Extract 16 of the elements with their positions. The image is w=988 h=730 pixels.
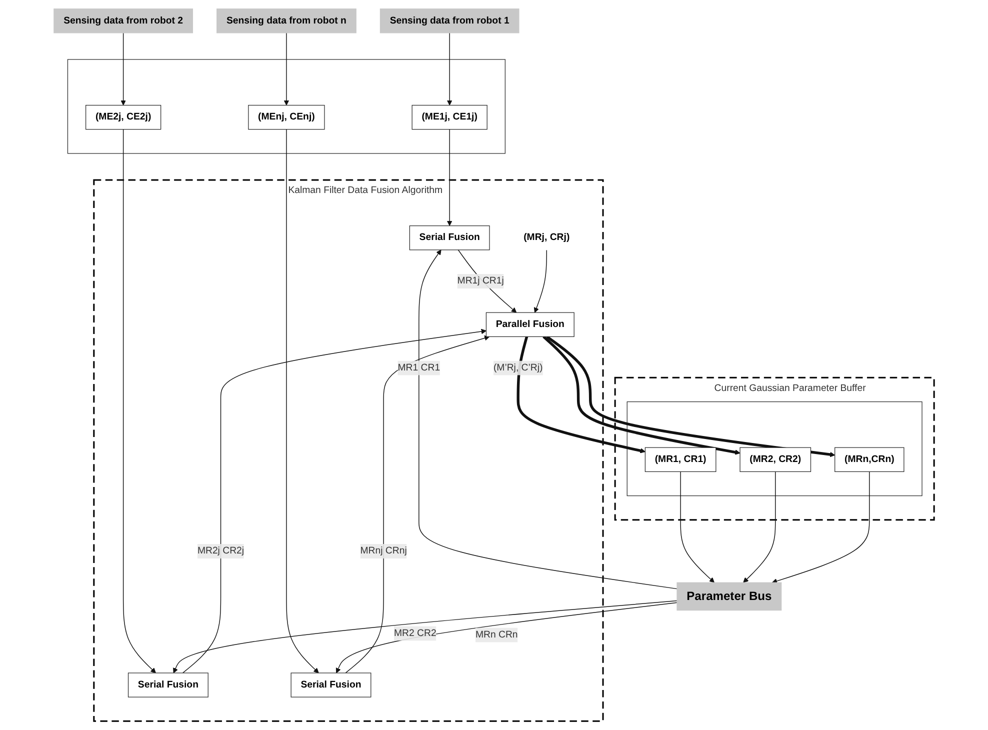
- process-box: (ME2j, CE2j): [86, 104, 162, 130]
- process-box: Serial Fusion: [290, 672, 372, 698]
- process-box: Parameter Bus: [676, 582, 782, 611]
- process-box: Sensing data from robot 1: [380, 8, 520, 34]
- process-box: (ME1j, CE1j): [412, 104, 488, 130]
- process-box: (MRn,CRn): [834, 447, 904, 472]
- process-box: (MR1, CR1): [644, 447, 716, 472]
- process-box: Parallel Fusion: [486, 312, 574, 337]
- group-title: Kalman Filter Data Fusion Algorithm: [288, 185, 443, 196]
- process-box: Serial Fusion: [409, 225, 490, 250]
- process-box: (MR2, CR2): [740, 447, 812, 472]
- process-box: Serial Fusion: [128, 672, 208, 698]
- group-title: Current Gaussian Parameter Buffer: [714, 383, 866, 394]
- process-box: Sensing data from robot n: [216, 8, 356, 34]
- process-box: Sensing data from robot 2: [54, 8, 193, 34]
- process-box: (MEnj, CEnj): [248, 104, 325, 130]
